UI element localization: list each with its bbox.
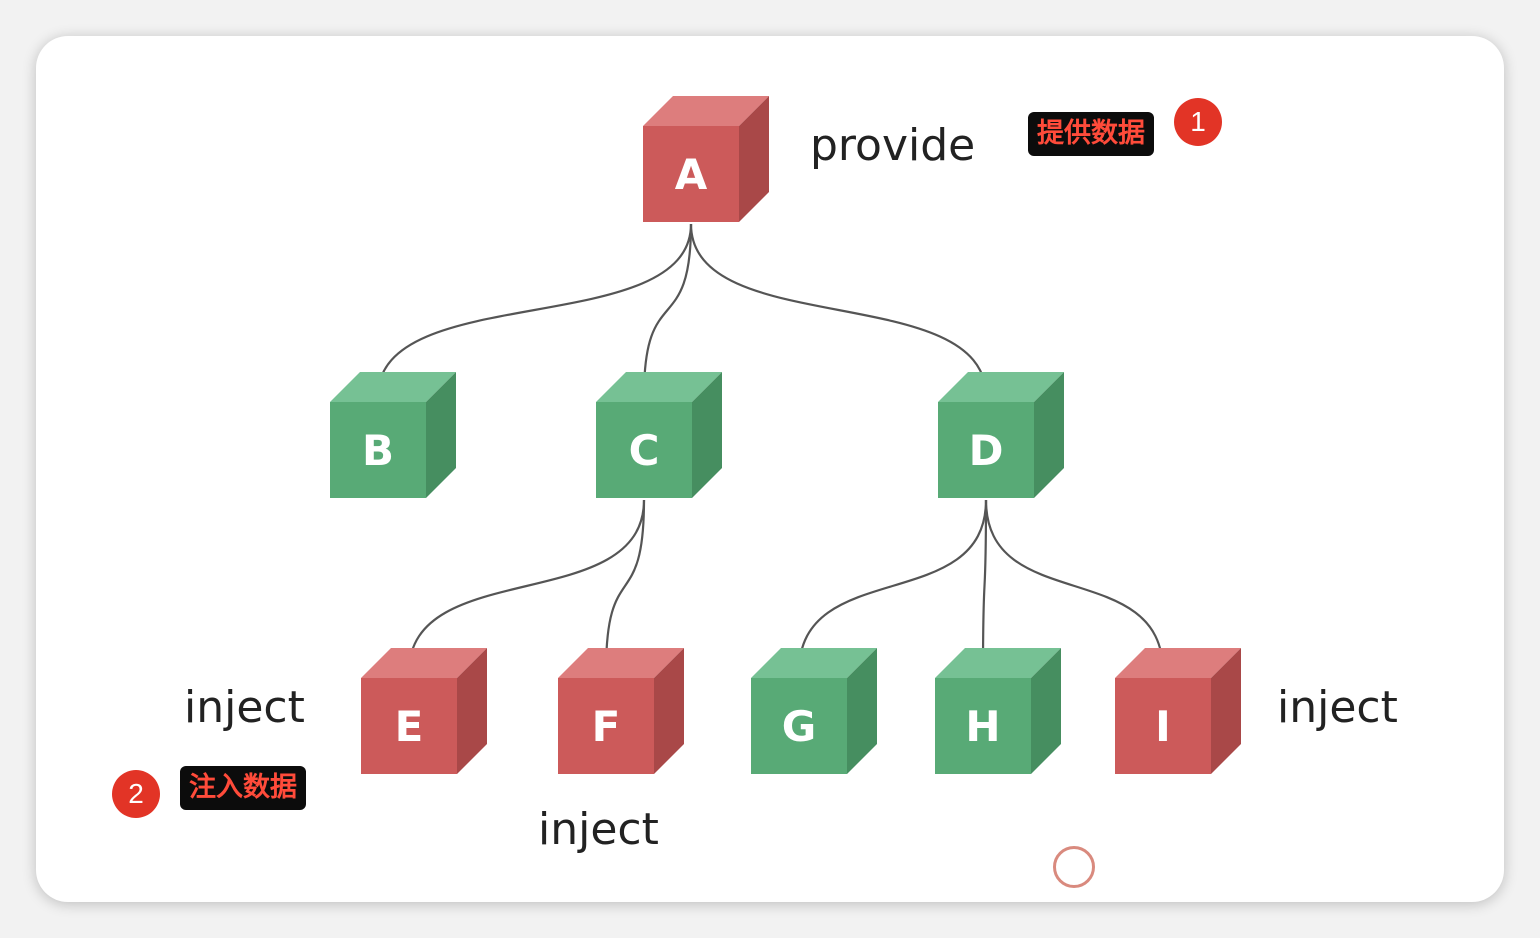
cube-front-face [330, 402, 426, 498]
node-A: A [643, 96, 769, 222]
edge-A-B [371, 223, 693, 398]
cube-front-face [596, 402, 692, 498]
cube-top-face [596, 372, 722, 402]
edge-C-F [599, 499, 646, 674]
cube-front-face [935, 678, 1031, 774]
node-G-letter: G [782, 702, 816, 751]
node-H: H [935, 648, 1061, 774]
cube-top-face [938, 372, 1064, 402]
node-E-letter: E [395, 702, 424, 751]
node-E: E [361, 648, 487, 774]
cube-side-face [692, 372, 722, 498]
cube-top-face [361, 648, 487, 678]
cube-front-face [558, 678, 654, 774]
edge-C-E [402, 499, 646, 674]
node-C-letter: C [629, 426, 660, 475]
cube-side-face [1211, 648, 1241, 774]
cube-front-face [643, 126, 739, 222]
cube-side-face [426, 372, 456, 498]
edge-D-H [976, 499, 990, 674]
cube-side-face [1031, 648, 1061, 774]
cursor-ring-icon [1053, 846, 1095, 888]
inject-data-tag: 注入数据 [180, 766, 306, 811]
cube-top-face [643, 96, 769, 126]
cube-top-face [1115, 648, 1241, 678]
edge-A-C [637, 223, 693, 398]
inject-label-left: inject [184, 682, 305, 733]
cube-top-face [751, 648, 877, 678]
cube-front-face [751, 678, 847, 774]
node-B: B [330, 372, 456, 498]
cube-top-face [935, 648, 1061, 678]
cube-side-face [847, 648, 877, 774]
step-badge-1: 1 [1174, 98, 1222, 146]
cube-side-face [457, 648, 487, 774]
node-C: C [596, 372, 722, 498]
node-I-letter: I [1155, 702, 1171, 751]
node-D: D [938, 372, 1064, 498]
edge-D-I [984, 499, 1170, 674]
cube-top-face [330, 372, 456, 402]
node-G: G [751, 648, 877, 774]
cube-side-face [654, 648, 684, 774]
cube-top-face [558, 648, 684, 678]
step-badge-2: 2 [112, 770, 160, 818]
node-F: F [558, 648, 684, 774]
cube-front-face [361, 678, 457, 774]
cube-front-face [1115, 678, 1211, 774]
provide-data-tag: 提供数据 [1028, 112, 1154, 157]
node-F-letter: F [592, 702, 621, 751]
node-B-letter: B [362, 426, 394, 475]
cube-front-face [938, 402, 1034, 498]
node-H-letter: H [965, 702, 1000, 751]
node-A-letter: A [675, 150, 708, 199]
edge-D-G [792, 499, 988, 674]
inject-label-bottom: inject [538, 804, 659, 855]
edge-A-D [689, 223, 993, 398]
cube-side-face [739, 96, 769, 222]
node-D-letter: D [969, 426, 1004, 475]
node-I: I [1115, 648, 1241, 774]
component-tree: A B C D E F G H I [330, 96, 1241, 774]
diagram-card: A B C D E F G H I provide inject inject inject 提… [36, 36, 1504, 902]
provide-label: provide [810, 120, 976, 171]
inject-label-right: inject [1277, 682, 1398, 733]
cube-side-face [1034, 372, 1064, 498]
